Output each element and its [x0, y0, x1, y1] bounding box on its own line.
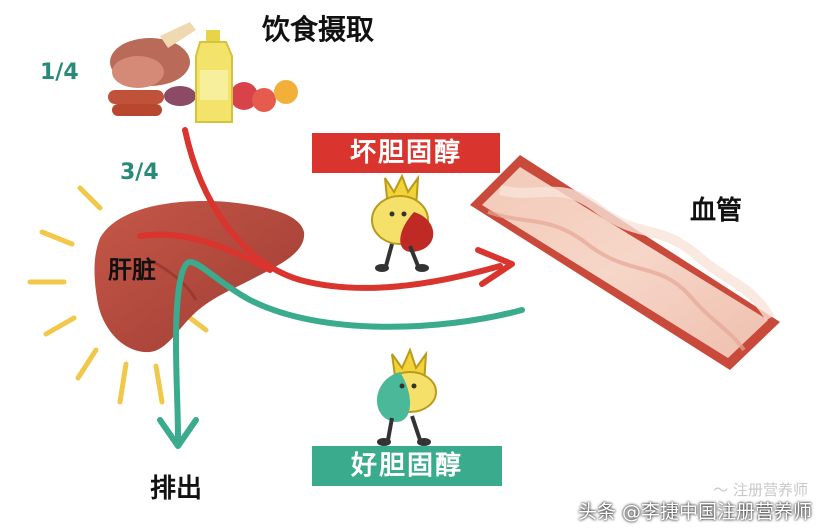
bad-cholesterol-mascot-icon	[371, 173, 434, 272]
diet-fraction: 1/4	[40, 60, 79, 85]
bad-cholesterol-flow-arrow	[182, 127, 503, 291]
oil-bottle-icon	[195, 30, 233, 123]
vessel-label: 血管	[690, 196, 743, 226]
good-cholesterol-banner: 好胆固醇	[312, 446, 502, 486]
food-pile-icon	[108, 22, 298, 116]
blood-vessel	[470, 155, 780, 370]
liver-label: 肝脏	[108, 256, 156, 284]
good-cholesterol-mascot-icon	[376, 347, 437, 446]
faint-watermark: 〜 注册营养师	[713, 481, 808, 499]
liver-fraction: 3/4	[120, 160, 159, 185]
excrete-label: 排出	[150, 474, 203, 504]
diet-intake-title: 饮食摄取	[262, 13, 375, 46]
liver-organ	[94, 201, 305, 353]
toutiao-watermark: 头条 @李捷中国注册营养师	[577, 501, 812, 523]
good-cholesterol-flow-arrow	[172, 258, 525, 441]
bad-cholesterol-banner: 坏胆固醇	[312, 133, 500, 173]
